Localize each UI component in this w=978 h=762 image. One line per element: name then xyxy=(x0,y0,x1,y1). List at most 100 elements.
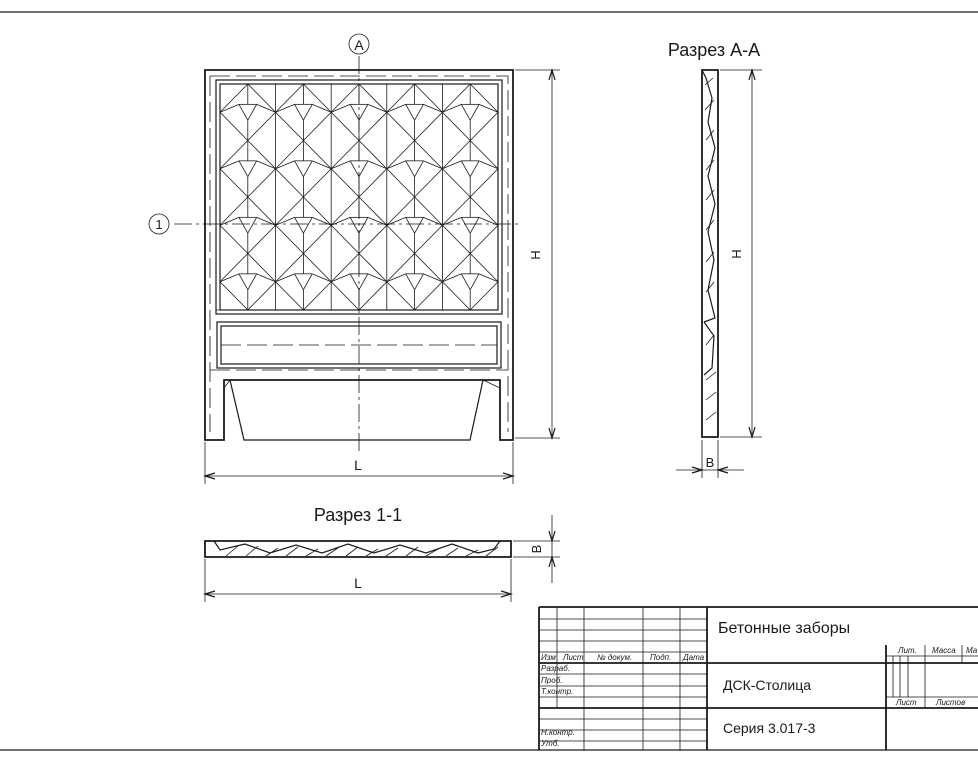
svg-text:Дата: Дата xyxy=(682,653,705,662)
svg-text:Подп.: Подп. xyxy=(650,653,671,662)
pattern-facet xyxy=(442,168,471,198)
pattern-facet xyxy=(219,140,249,170)
pattern-facet xyxy=(219,273,240,283)
pattern-facet xyxy=(405,273,415,290)
panel-outline xyxy=(204,69,514,441)
pattern-facet xyxy=(442,196,471,226)
pattern-facet xyxy=(358,168,388,198)
pattern-facet xyxy=(386,273,406,283)
pattern-facet xyxy=(358,160,369,177)
panel-recess xyxy=(229,379,484,441)
axis-a-marker: A xyxy=(348,33,370,55)
plan-length-dimension: L xyxy=(202,559,514,602)
title-block-columns: Изм Лист № докум. Подп. Дата xyxy=(541,653,705,662)
pattern-facet xyxy=(331,160,351,170)
pattern-facet xyxy=(469,140,499,170)
pattern-facet xyxy=(247,281,276,311)
pattern-facet xyxy=(358,253,388,283)
svg-text:B: B xyxy=(529,545,544,554)
pattern-facet xyxy=(469,273,480,290)
pattern-facet xyxy=(442,273,462,283)
pattern-facet xyxy=(358,281,388,311)
pattern-facet xyxy=(358,104,369,121)
pattern-facet xyxy=(330,196,360,226)
pattern-facet xyxy=(247,196,276,226)
pattern-facet xyxy=(275,160,295,170)
pattern-facet xyxy=(303,224,332,254)
pattern-facet xyxy=(219,196,249,226)
pattern-facet xyxy=(330,140,360,170)
pattern-facet xyxy=(294,273,304,290)
pattern-facet xyxy=(294,160,304,177)
pattern-facet xyxy=(405,104,415,121)
pattern-facet xyxy=(330,168,360,198)
pattern-facet xyxy=(294,217,304,234)
pattern-facet xyxy=(478,273,499,283)
axis-1-marker: 1 xyxy=(148,213,170,235)
section-a-a: Разрез А-А H B xyxy=(668,40,762,478)
pattern-facet xyxy=(303,217,313,234)
pattern-facet xyxy=(247,160,258,177)
svg-text:Масса: Масса xyxy=(932,646,956,655)
pattern-facet xyxy=(275,140,304,170)
side-height-dimension: H xyxy=(720,67,762,440)
pattern-facet xyxy=(442,281,471,311)
pattern-facet xyxy=(303,140,332,170)
pattern-facet xyxy=(349,160,360,177)
pattern-facet xyxy=(423,160,443,170)
pattern-facet xyxy=(247,104,258,121)
svg-text:H: H xyxy=(729,249,744,258)
plan-thickness-dimension: B xyxy=(513,515,560,583)
svg-text:Лист: Лист xyxy=(895,698,917,707)
pattern-facet xyxy=(330,111,360,141)
pattern-facet xyxy=(349,104,360,121)
pattern-facet xyxy=(358,196,388,226)
pattern-facet xyxy=(469,111,499,141)
title-block-roles: Разраб. Проб. Т.контр. Н.контр. Утб. xyxy=(540,664,575,748)
pattern-facet xyxy=(303,196,332,226)
pattern-facet xyxy=(442,253,471,283)
svg-text:Разраб.: Разраб. xyxy=(541,664,570,673)
pattern-facet xyxy=(460,217,471,234)
pattern-facet xyxy=(275,196,304,226)
pattern-facet xyxy=(303,253,332,283)
pattern-facet xyxy=(330,253,360,283)
pattern-facet xyxy=(386,160,406,170)
pattern-facet xyxy=(386,168,415,198)
sheet-frame xyxy=(0,11,978,751)
svg-text:Т.контр.: Т.контр. xyxy=(541,687,573,696)
pattern-facet xyxy=(386,253,415,283)
pattern-facet xyxy=(331,103,351,113)
pattern-facet xyxy=(247,217,258,234)
pattern-facet xyxy=(386,103,406,113)
pattern-facet xyxy=(312,103,332,113)
svg-text:L: L xyxy=(354,457,362,473)
pattern-facet xyxy=(442,224,471,254)
pattern-facet xyxy=(469,224,499,254)
pattern-facet xyxy=(247,224,276,254)
pattern-facet xyxy=(414,196,443,226)
pattern-facet xyxy=(414,104,424,121)
pattern-facet xyxy=(414,273,424,290)
pattern-facet xyxy=(275,168,304,198)
pattern-facet xyxy=(442,111,471,141)
pattern-facet xyxy=(469,83,499,113)
pattern-facet xyxy=(460,273,471,290)
pattern-facet xyxy=(423,103,443,113)
pattern-facet xyxy=(247,168,276,198)
pattern-facet xyxy=(219,281,249,311)
pattern-facet xyxy=(414,281,443,311)
pattern-facet xyxy=(358,111,388,141)
pattern-facet xyxy=(414,140,443,170)
pattern-facet xyxy=(219,168,249,198)
pattern-facet xyxy=(330,224,360,254)
pattern-facet xyxy=(386,281,415,311)
pattern-facet xyxy=(312,273,332,283)
title-block-right-header: Лит. Масса Ма Лист Листов xyxy=(895,646,978,707)
pattern-facet xyxy=(358,83,388,113)
pattern-facet xyxy=(219,83,249,113)
pattern-facet xyxy=(386,111,415,141)
pattern-facet xyxy=(294,104,304,121)
pattern-facet xyxy=(238,104,249,121)
section-1-1: Разрез 1-1 B L xyxy=(202,505,560,602)
